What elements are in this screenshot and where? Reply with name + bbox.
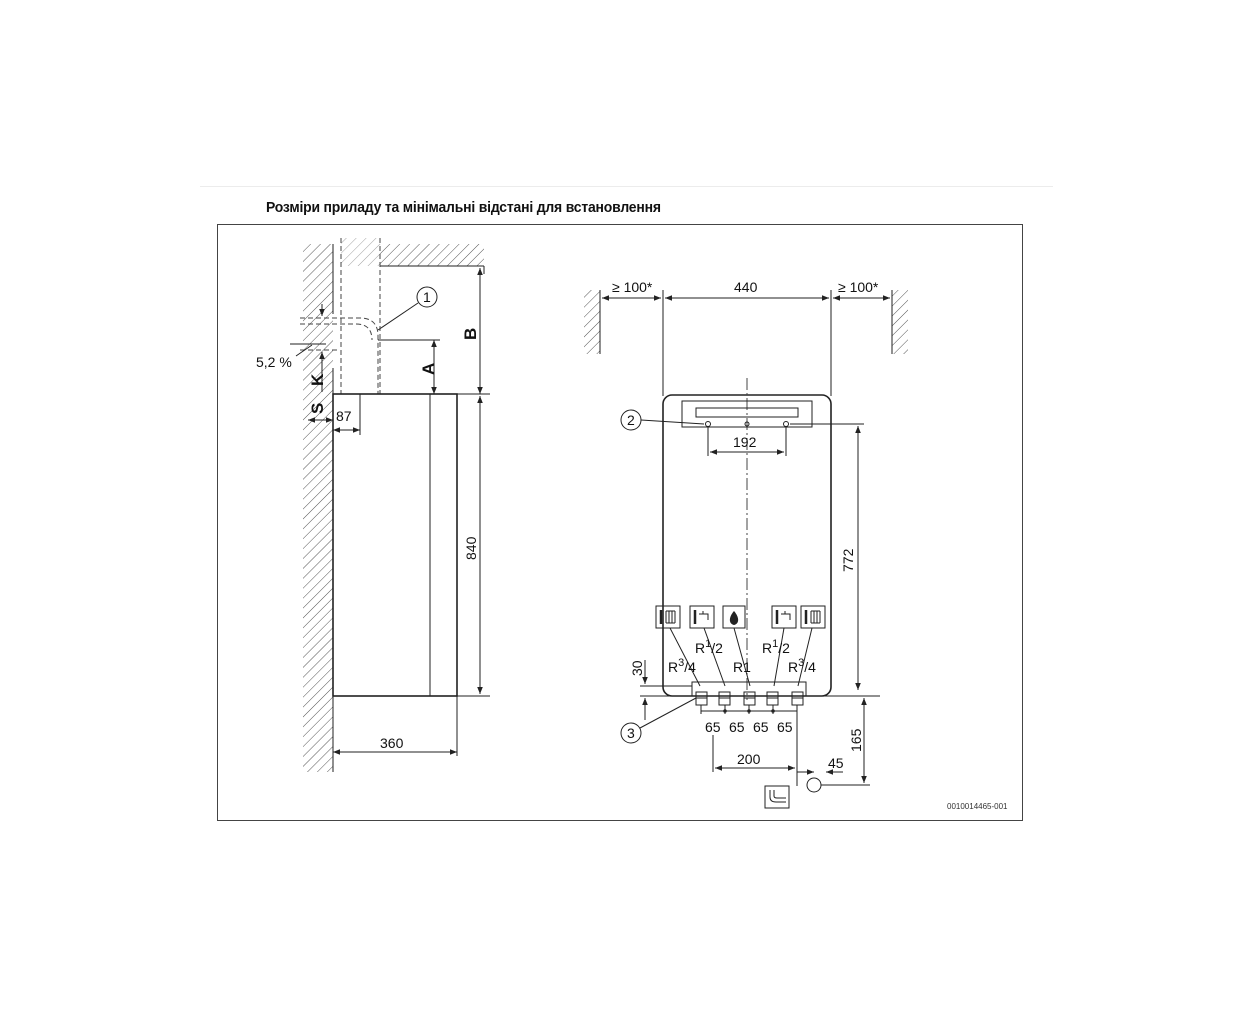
callout-2-label: 2 xyxy=(627,412,635,428)
dim-192: 192 xyxy=(733,434,757,450)
slope-label: 5,2 % xyxy=(256,354,292,370)
heating-flow-icon xyxy=(655,605,681,629)
mounting-rail xyxy=(681,400,813,428)
dim-772: 772 xyxy=(840,548,856,572)
figure-code: 0010014465-001 xyxy=(947,802,1008,811)
diagram-frame xyxy=(217,224,1023,821)
callout-3-label: 3 xyxy=(627,725,635,741)
spacing-65-3: 65 xyxy=(753,719,769,735)
side-view: 5,2 % K S 87 A B 840 360 1 xyxy=(256,238,490,772)
front-view: ≥ 100* 440 ≥ 100* 192 2 772 xyxy=(584,279,1008,811)
spacing-65-2: 65 xyxy=(729,719,745,735)
drain-icon xyxy=(764,785,790,809)
b-label: B xyxy=(461,328,480,340)
cold-water-tap-icon xyxy=(771,605,797,629)
callout-3 xyxy=(620,722,642,744)
boiler-side-body xyxy=(332,393,458,697)
s-label: S xyxy=(308,403,327,414)
wall-hatch xyxy=(303,244,333,772)
callout-1-label: 1 xyxy=(423,289,431,305)
left-wall-hatch xyxy=(584,290,600,354)
dim-360: 360 xyxy=(380,735,404,751)
conn-r1: R1 xyxy=(733,659,751,675)
dim-30: 30 xyxy=(629,660,645,676)
dim-45: 45 xyxy=(828,755,844,771)
dim-165: 165 xyxy=(848,728,864,752)
conn-r34-right: R3/4 xyxy=(788,657,816,675)
clearance-right: ≥ 100* xyxy=(838,279,879,295)
gas-flame-icon xyxy=(722,605,746,629)
conn-r12-left: R1/2 xyxy=(695,638,723,656)
dim-440: 440 xyxy=(734,279,758,295)
hot-water-tap-icon xyxy=(689,605,715,629)
top-separator xyxy=(200,186,1053,187)
dim-200: 200 xyxy=(737,751,761,767)
page-title: Розміри приладу та мінімальні відстані д… xyxy=(266,199,661,216)
conn-r12-right: R1/2 xyxy=(762,638,790,656)
conn-r34-left: R3/4 xyxy=(668,657,696,675)
heating-return-icon xyxy=(800,605,826,629)
right-wall-hatch xyxy=(892,290,908,354)
connection-fittings xyxy=(695,691,804,706)
dim-840: 840 xyxy=(463,536,479,560)
drain-outlet xyxy=(806,777,822,793)
k-label: K xyxy=(308,373,327,386)
ceiling-hatch xyxy=(380,244,484,266)
spacing-65-4: 65 xyxy=(777,719,793,735)
clearance-left: ≥ 100* xyxy=(612,279,653,295)
spacing-65-1: 65 xyxy=(705,719,721,735)
dim-87: 87 xyxy=(336,408,352,424)
callout-1 xyxy=(416,286,438,308)
a-label: A xyxy=(419,363,438,375)
